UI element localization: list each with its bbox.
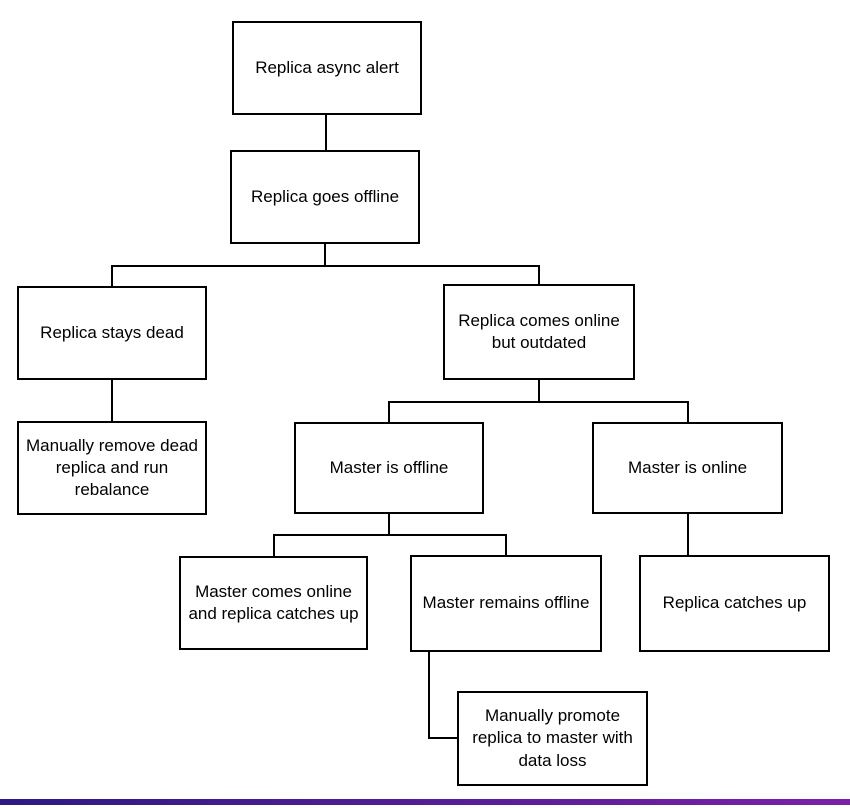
node-manually-promote-replica: Manually promote replica to master with … [457,691,648,786]
node-replica-stays-dead: Replica stays dead [17,286,207,380]
node-label: Replica goes offline [250,186,400,206]
node-label: Replica async alert [255,57,399,77]
edge-goes-offline-split [111,244,540,286]
node-label: Master remains offline [422,593,590,613]
node-master-comes-online-replica-catches-up: Master comes online and replica catches … [179,556,368,650]
node-master-is-offline: Master is offline [294,422,484,514]
node-label: Replica comes online but outdated [458,310,620,352]
node-label: Replica stays dead [40,322,184,342]
node-label: Master is offline [329,457,449,477]
edge-remains-offline-to-promote [428,652,458,739]
window-bottom-edge [0,799,850,805]
node-replica-catches-up: Replica catches up [639,555,830,652]
node-label: Manually promote replica to master with … [472,706,633,770]
node-replica-async-alert: Replica async alert [232,21,422,115]
node-master-remains-offline: Master remains offline [410,555,602,652]
edge-comes-online-split [388,380,689,422]
node-label: Master is online [627,457,748,477]
node-label: Master comes online and replica catches … [188,581,359,623]
node-replica-comes-online-but-outdated: Replica comes online but outdated [443,284,635,380]
node-label: Manually remove dead replica and run reb… [26,435,198,500]
node-label: Replica catches up [662,593,807,613]
node-master-is-online: Master is online [592,422,783,514]
edge-master-offline-split [273,514,507,556]
node-manually-remove-dead-replica: Manually remove dead replica and run reb… [17,421,207,515]
node-replica-goes-offline: Replica goes offline [230,150,420,244]
